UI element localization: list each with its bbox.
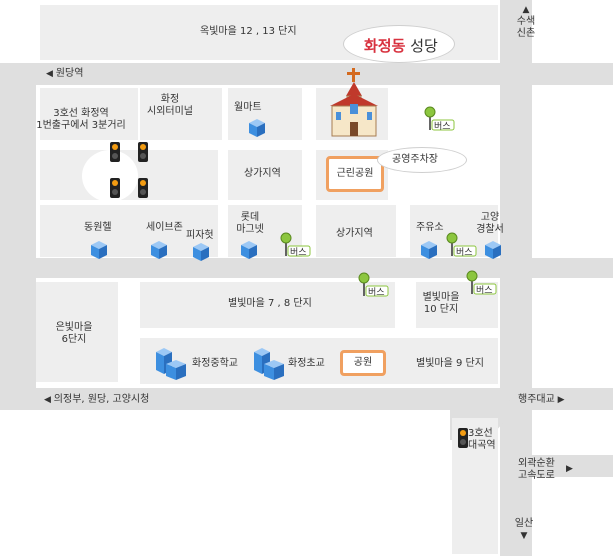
block-eunbit [36, 282, 118, 382]
block-subway [40, 88, 138, 140]
label-gas-station: 주유소 [416, 222, 444, 233]
traffic-signal-icon [138, 142, 148, 162]
safeway-building-icon [150, 240, 168, 259]
road-lower-right [500, 455, 613, 477]
dongbang-building-icon [90, 240, 108, 259]
police-building-icon [484, 240, 502, 259]
bus-label: 버스 [476, 286, 493, 296]
walmart-building-icon [248, 118, 266, 137]
traffic-signal-icon [110, 178, 120, 198]
label-goyang-police: 고양 경찰서 [476, 212, 504, 235]
church-title: 화정동 성당 [364, 37, 438, 55]
block-terminal [140, 88, 222, 140]
label-walmart: 월마트 [234, 102, 262, 113]
label-public-parking-top: 공영주차장 [392, 154, 438, 165]
label-byeolbit-7-8: 별빛마을 7 , 8 단지 [228, 298, 312, 309]
bus-label: 버스 [290, 248, 307, 258]
direction-top-right: ▲수색 신촌 [516, 5, 536, 39]
bus-stop-icon: 버스 [280, 232, 312, 258]
bus-label: 버스 [456, 248, 473, 258]
road-left-vertical [0, 63, 36, 403]
block-commercial-2 [316, 205, 396, 257]
bus-stop-icon: 버스 [446, 232, 478, 258]
label-byeolbit-9: 별빛마을 9 단지 [416, 358, 484, 369]
lotte-building-icon [240, 240, 258, 259]
label-byeolbit-10: 별빛마을 10 단지 [422, 292, 460, 315]
label-hwajeong-elementary: 화정초교 [288, 358, 325, 369]
road-middle-horizontal [0, 258, 613, 278]
bus-label: 버스 [434, 122, 451, 132]
church-icon [326, 68, 382, 140]
label-subway-exit: 3호선 화정역 1번출구에서 3분거리 [36, 108, 126, 131]
traffic-signal-icon [110, 142, 120, 162]
bus-stop-icon: 버스 [466, 270, 498, 296]
middle-school-icon [154, 346, 188, 382]
bus-label: 버스 [368, 288, 385, 298]
label-okbit-12-13: 옥빛마을 12 , 13 단지 [200, 26, 297, 37]
direction-right-bottom: 행주대교 ▶ [518, 394, 565, 405]
direction-bottom: 일산▼ [514, 518, 534, 541]
label-lotte-magnet: 롯데 마그넷 [236, 212, 264, 235]
label-hwajeong-terminal: 화정 시외터미널 [147, 94, 193, 117]
traffic-signal-icon [138, 178, 148, 198]
bus-stop-icon: 버스 [358, 272, 390, 298]
neighborhood-park-box: 근린공원 [326, 156, 384, 192]
parking-bubble [378, 148, 466, 172]
label-hwajeong-middle: 화정중학교 [192, 358, 238, 369]
direction-right-lower-arrow: ▶ [566, 464, 573, 474]
block-commercial-1 [228, 150, 302, 200]
label-dongbang: 동원헬 [84, 222, 112, 233]
elementary-school-icon [252, 346, 286, 382]
label-eunbit-6: 은빛마을 6단지 [55, 322, 93, 345]
direction-left-bottom: ◀ 의정부, 원당, 고양시청 [44, 394, 150, 405]
label-pizzahut: 피자헛 [186, 230, 214, 241]
block-row3-left [40, 205, 218, 257]
bus-stop-icon: 버스 [424, 106, 456, 132]
direction-left-top: ◀ 원당역 [46, 68, 84, 79]
road-top-horizontal [0, 63, 613, 85]
title-bubble [344, 26, 454, 62]
label-commercial-2: 상가지역 [336, 228, 373, 239]
park-box: 공원 [340, 350, 386, 376]
pizzahut-building-icon [192, 242, 210, 261]
label-safeway: 세이브존 [146, 222, 183, 233]
block-schools [140, 338, 498, 384]
daegok-station-icon [458, 428, 468, 448]
gas-station-building-icon [420, 240, 438, 259]
block-byeolbit-78 [140, 282, 395, 328]
label-commercial-1: 상가지역 [244, 168, 281, 179]
label-daegok-station: 3호선 대곡역 [468, 428, 496, 451]
direction-right-lower: 외곽순환 고속도로 [518, 458, 555, 481]
